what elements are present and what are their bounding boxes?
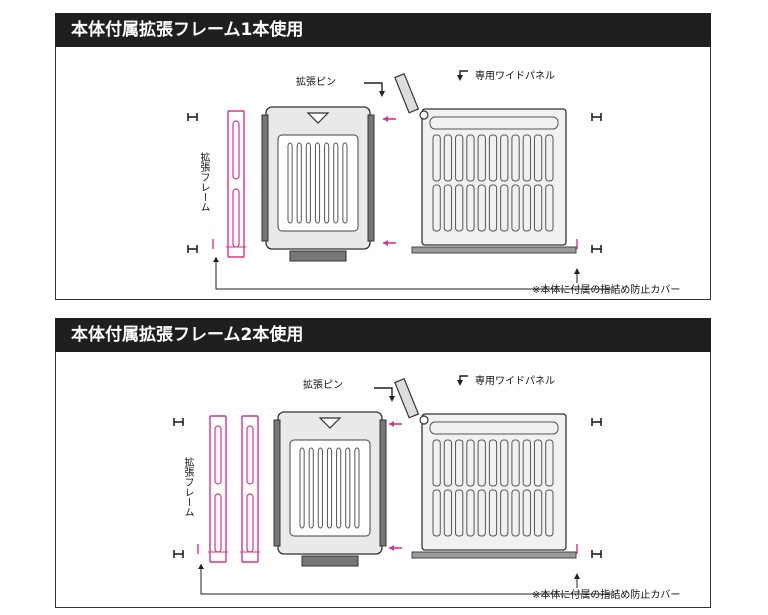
pin-icon bbox=[187, 245, 198, 253]
panel-two-frames: 本体付属拡張フレーム2本使用 拡張ピン 専用ワイドパネル 拡張フレーム ※本体に… bbox=[55, 318, 711, 608]
hinge-arm-icon bbox=[394, 72, 420, 114]
pin-icon bbox=[173, 550, 184, 558]
latch-icon bbox=[318, 417, 342, 429]
expansion-frame-label: 拡張フレーム bbox=[182, 457, 193, 517]
latch-icon bbox=[306, 112, 330, 124]
panel-title: 本体付属拡張フレーム1本使用 bbox=[55, 13, 711, 47]
wide-panel-label: 専用ワイドパネル bbox=[475, 71, 555, 82]
diagram-area: 拡張ピン 専用ワイドパネル 拡張フレーム ※本体に付属の指詰め防止カバー bbox=[55, 352, 711, 608]
gate-base bbox=[289, 250, 347, 262]
pin-icon bbox=[591, 113, 602, 121]
pin-icon bbox=[591, 418, 602, 426]
callout-line bbox=[213, 257, 616, 290]
hinge-joint-icon bbox=[419, 110, 429, 120]
insert-arrow-icon bbox=[383, 116, 396, 122]
finger-guard-note: ※本体に付属の指詰め防止カバー bbox=[532, 590, 681, 601]
wide-panel bbox=[394, 377, 577, 559]
expansion-frame bbox=[240, 415, 260, 563]
expansion-frame-label: 拡張フレーム bbox=[198, 152, 209, 212]
insert-arrow-icon bbox=[389, 421, 402, 427]
gate-diagram bbox=[187, 70, 616, 290]
insert-arrow-icon bbox=[383, 240, 396, 246]
pin-icon bbox=[591, 550, 602, 558]
expansion-frame bbox=[226, 110, 246, 258]
pointer-arrow-icon bbox=[374, 387, 395, 402]
pointer-arrow-icon bbox=[457, 375, 468, 386]
expansion-frame bbox=[208, 415, 228, 563]
finger-guard-note: ※本体に付属の指詰め防止カバー bbox=[532, 285, 681, 296]
pin-icon bbox=[591, 245, 602, 253]
diagram-area: 拡張ピン 専用ワイドパネル 拡張フレーム ※本体に付属の指詰め防止カバー bbox=[55, 47, 711, 300]
gate-diagram bbox=[173, 375, 616, 595]
wide-panel-label: 専用ワイドパネル bbox=[475, 376, 555, 387]
pin-icon bbox=[173, 418, 184, 426]
baby-gate bbox=[261, 106, 375, 262]
hinge-joint-icon bbox=[419, 415, 429, 425]
callout-line bbox=[198, 564, 616, 595]
pointer-arrow-icon bbox=[457, 70, 468, 81]
pointer-arrow-icon bbox=[364, 82, 385, 97]
panel-base bbox=[411, 551, 577, 559]
panel-base bbox=[411, 246, 577, 254]
panel-title: 本体付属拡張フレーム2本使用 bbox=[55, 318, 711, 352]
expansion-pin-label: 拡張ピン bbox=[303, 380, 343, 391]
baby-gate bbox=[273, 411, 387, 567]
gate-base bbox=[301, 555, 359, 567]
hinge-arm-icon bbox=[394, 377, 420, 419]
panel-one-frame: 本体付属拡張フレーム1本使用 拡張ピン 専用ワイドパネル 拡張フレーム ※本体に… bbox=[55, 13, 711, 300]
expansion-pin-label: 拡張ピン bbox=[296, 77, 336, 88]
pin-icon bbox=[187, 113, 198, 121]
wide-panel bbox=[394, 72, 577, 254]
insert-arrow-icon bbox=[389, 545, 402, 551]
